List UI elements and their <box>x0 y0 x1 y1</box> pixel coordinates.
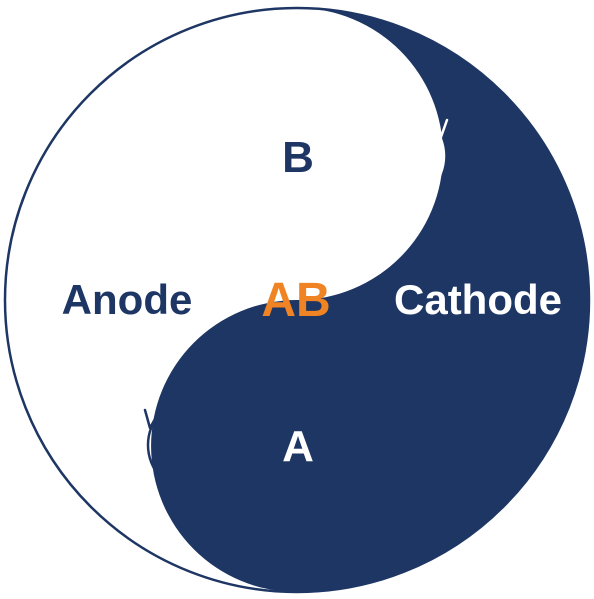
mediator-1-cycle-arrow-icon <box>143 408 162 430</box>
mediator-2-cycle-arrow-icon <box>430 116 449 139</box>
mediator-2-circle <box>346 106 446 206</box>
species-b-circle <box>248 106 348 206</box>
mediator-2-label: M2 <box>364 137 412 186</box>
species-a-circle <box>248 395 348 495</box>
product-ab-label: AB <box>261 274 330 327</box>
mediator-1-subscript: 1 <box>199 445 213 475</box>
mediator-1-circle <box>146 395 246 495</box>
cathode-label: Cathode <box>394 276 562 323</box>
mediator-2-subscript: 2 <box>397 156 411 186</box>
outer-circle-outline <box>3 6 591 594</box>
arrow-b-to-ab-head-icon <box>288 260 306 278</box>
anode-label: Anode <box>62 276 193 323</box>
mediator-2-symbol: M <box>364 137 397 181</box>
species-b-label: B <box>282 133 314 182</box>
mediator-1-label: M1 <box>166 426 214 475</box>
arrow-a-to-ab-head-icon <box>288 324 306 342</box>
species-a-label: A <box>282 422 314 471</box>
mediator-1-symbol: M <box>166 426 199 470</box>
